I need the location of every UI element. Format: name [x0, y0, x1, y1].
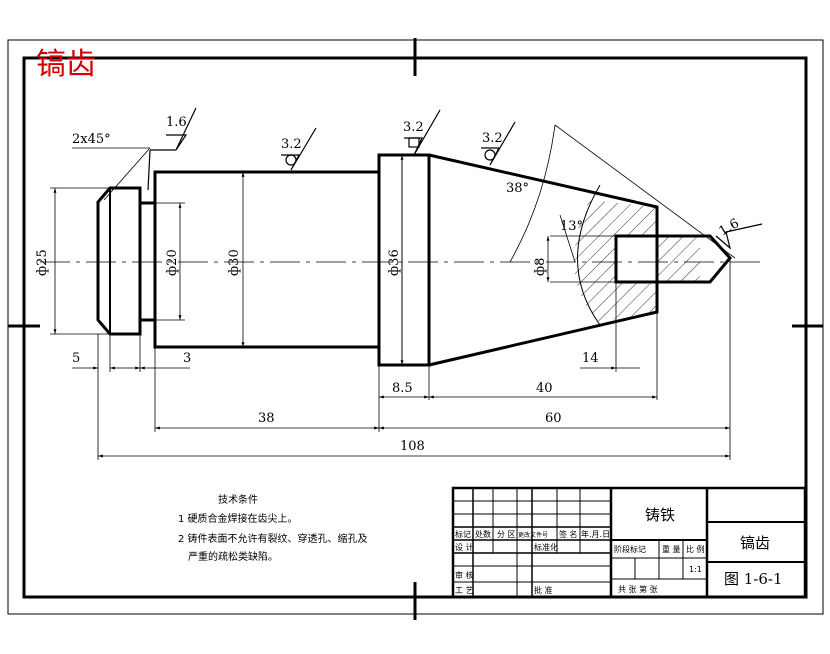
tb-review: 审 核	[455, 570, 474, 580]
length-dim-lines	[72, 366, 730, 458]
roughness-r5: 1.6	[717, 216, 742, 239]
dim-l40: 40	[536, 381, 553, 396]
dim-l60: 60	[545, 411, 562, 426]
chamfer-label: 2x45°	[72, 132, 111, 147]
dim-l14: 14	[582, 351, 599, 366]
tb-mark-3: 更改文件号	[518, 531, 548, 539]
roughness-symbol-2	[281, 127, 317, 171]
hatched-section	[574, 200, 700, 322]
part-outline	[96, 153, 732, 367]
tb-mark-4: 签 名	[559, 529, 578, 539]
notes-line3: 严重的疏松类缺陷。	[188, 550, 278, 563]
chamfer-leader-angle	[103, 147, 151, 201]
roughness-symbol-5	[715, 223, 763, 250]
angle-cone: 38°	[506, 181, 529, 196]
tb-weight: 重 量	[662, 544, 681, 554]
tb-scale-value: 1:1	[689, 565, 702, 574]
tb-stage: 阶段标记	[614, 544, 646, 554]
dim-d36: ф36	[387, 249, 402, 276]
length-extension-lines	[97, 258, 731, 460]
roughness-r1: 1.6	[166, 115, 187, 130]
dim-l38: 38	[258, 411, 275, 426]
tb-mark-2: 分 区	[497, 530, 516, 539]
roughness-symbol-4	[481, 121, 516, 166]
tb-scale-label: 比 例	[686, 544, 705, 554]
main-cylinder	[153, 170, 381, 349]
dim-l5: 5	[72, 351, 80, 366]
angle-tip: 13°	[560, 219, 583, 234]
roughness-r2: 3.2	[281, 137, 302, 152]
dim-l108: 108	[400, 439, 425, 454]
section-arc	[577, 184, 601, 326]
neck	[140, 201, 155, 322]
notes-line1: 1 硬质合金焊接在齿尖上。	[178, 512, 298, 525]
roughness-symbol-3	[404, 109, 441, 156]
tb-mark-1: 处数	[475, 529, 491, 539]
dim-l8-5: 8.5	[392, 381, 413, 396]
tb-mark-0: 标记	[455, 529, 471, 539]
roughness-r3: 3.2	[403, 120, 424, 135]
dim-d30: ф30	[227, 249, 242, 276]
tb-mark-5: 年.月.日	[581, 529, 610, 539]
tb-design: 设 计	[455, 542, 474, 552]
dim-l3: 3	[183, 351, 191, 366]
collar	[377, 153, 431, 367]
tb-approve: 批 准	[534, 585, 553, 595]
stamp-title: 镐齿	[36, 47, 96, 82]
tb-process: 工 艺	[455, 586, 474, 595]
roughness-symbol-1	[147, 107, 197, 191]
dim-d25: ф25	[35, 249, 50, 276]
tb-drawing-no: 图 1-6-1	[724, 570, 783, 588]
diameter-dims	[50, 155, 616, 365]
dim-d20: ф20	[165, 249, 180, 276]
notes-heading: 技术条件	[218, 493, 258, 506]
tb-material: 铸铁	[645, 506, 675, 524]
title-block	[451, 486, 807, 599]
tb-sheets: 共 张 第 张	[618, 584, 658, 594]
dim-d8: ф8	[533, 258, 548, 276]
construction-lines	[509, 124, 736, 263]
roughness-r4: 3.2	[482, 131, 503, 146]
tb-standard: 标准化	[534, 542, 558, 552]
left-head	[96, 186, 142, 336]
tb-part-name: 镐齿	[740, 534, 770, 552]
notes-line2: 2 铸件表面不允许有裂纹、穿透孔、缩孔及	[178, 532, 368, 545]
